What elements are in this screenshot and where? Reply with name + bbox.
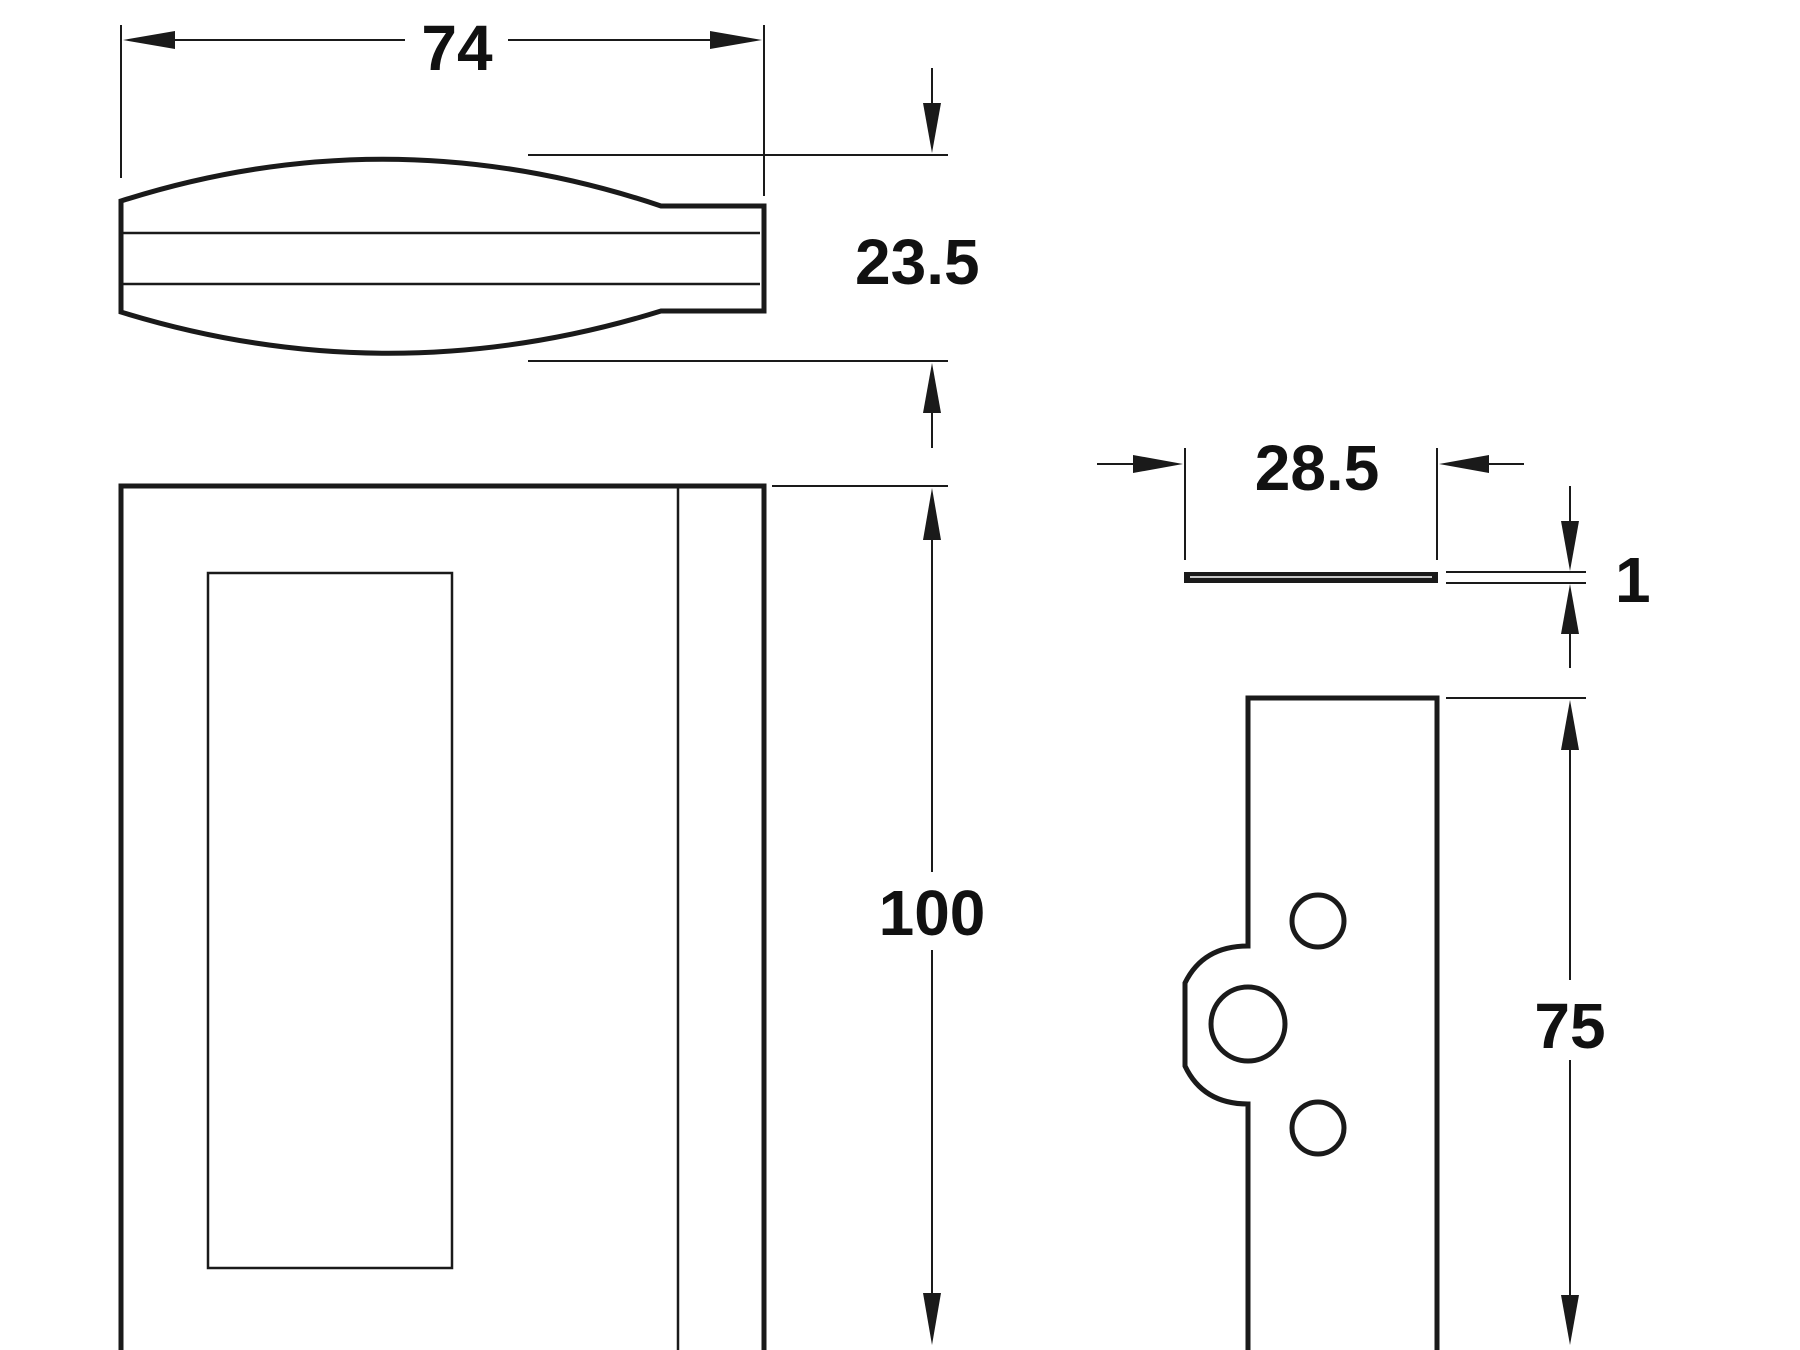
- arrowhead-left: [1133, 455, 1183, 473]
- plate-outline: [1182, 695, 1440, 1350]
- plate-center-hole: [1208, 984, 1288, 1064]
- dimension-handle-width: 74: [120, 12, 765, 196]
- arrowhead-top: [923, 488, 941, 540]
- dimension-label-handle-width: 74: [421, 12, 493, 84]
- dimension-label-plate-height: 75: [1534, 990, 1605, 1062]
- dimension-handle-height: 100: [772, 485, 986, 1345]
- dimension-label-plate-width: 28.5: [1255, 432, 1380, 504]
- handle-top-outline: [118, 156, 767, 356]
- dimension-label-handle-depth: 23.5: [855, 226, 980, 298]
- arrowhead-bottom: [1561, 1295, 1579, 1345]
- dimension-label-plate-thickness: 1: [1615, 544, 1651, 616]
- handle-recess: [206, 571, 454, 1270]
- arrowhead-top: [923, 103, 941, 153]
- arrowhead-top: [1561, 521, 1579, 571]
- dimension-label-handle-height: 100: [879, 877, 986, 949]
- plate-mounting-hole-bottom: [1289, 1099, 1347, 1157]
- arrowhead-right: [1439, 455, 1489, 473]
- handle-front-view: [118, 483, 767, 1350]
- dimension-plate-width: 28.5: [1097, 432, 1524, 560]
- arrowhead-bottom: [923, 1293, 941, 1345]
- dimension-plate-height: 75: [1446, 697, 1606, 1345]
- plate-mounting-hole-top: [1289, 892, 1347, 950]
- dimension-plate-thickness: 1: [1446, 486, 1651, 668]
- handle-top-view: [118, 156, 767, 356]
- arrowhead-right: [710, 31, 762, 49]
- arrowhead-bottom: [1561, 584, 1579, 634]
- arrowhead-left: [123, 31, 175, 49]
- plate-front-view: [1182, 695, 1440, 1350]
- plate-edge-view: [1184, 572, 1438, 583]
- dimension-handle-depth: 23.5: [528, 68, 980, 448]
- handle-front-outline: [118, 483, 767, 1350]
- arrowhead-top: [1561, 700, 1579, 750]
- arrowhead-bottom: [923, 363, 941, 413]
